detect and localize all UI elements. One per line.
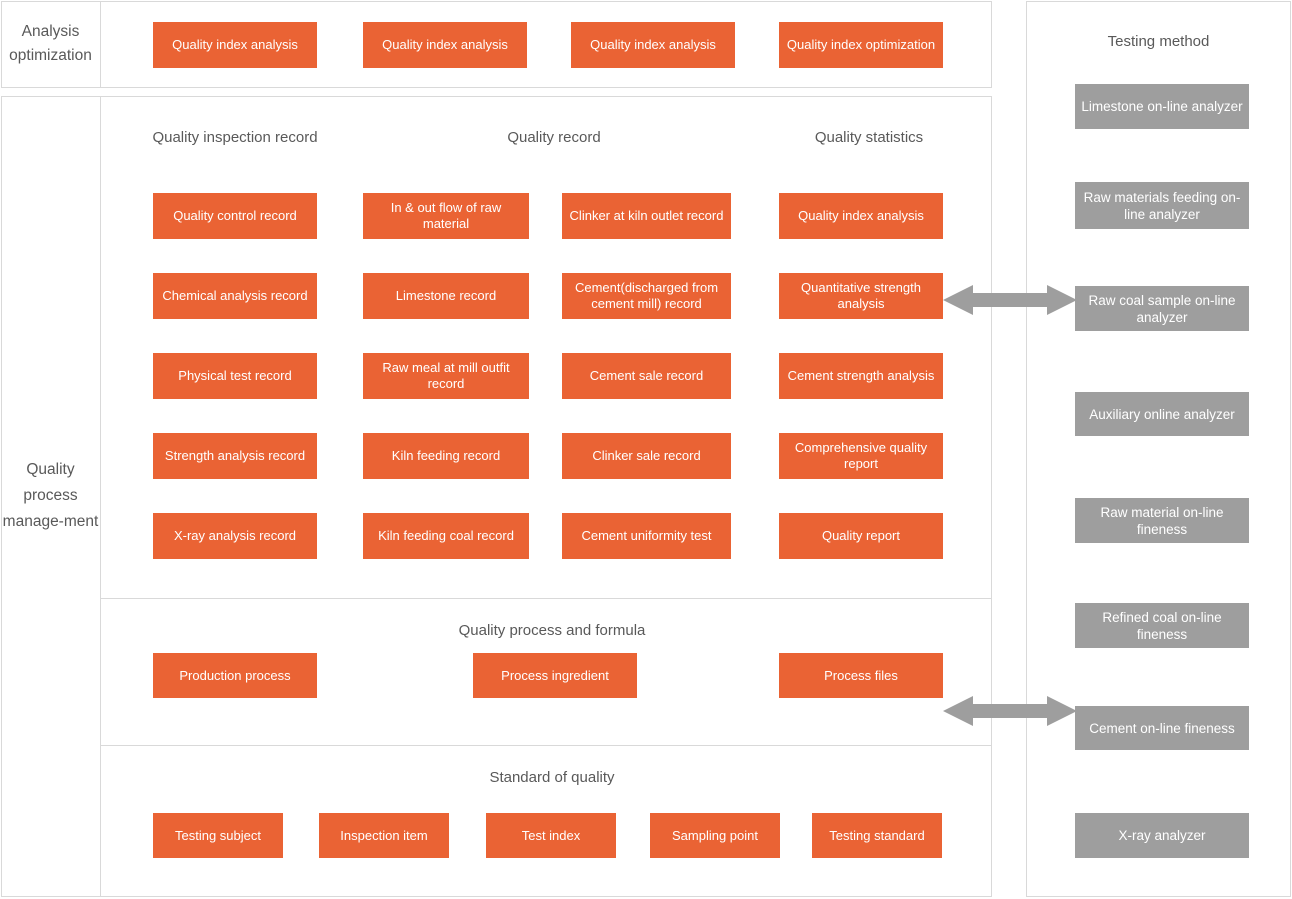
box-xray-analysis-record[interactable]: X-ray analysis record — [153, 513, 317, 559]
box-quality-index-analysis-3[interactable]: Quality index analysis — [571, 22, 735, 68]
box-quality-index-analysis-2[interactable]: Quality index analysis — [363, 22, 527, 68]
box-production-process[interactable]: Production process — [153, 653, 317, 698]
top-panel-divider — [100, 1, 101, 87]
box-raw-materials-feeding-online-analyzer[interactable]: Raw materials feeding on-line analyzer — [1075, 182, 1249, 229]
box-kiln-feeding-coal-record[interactable]: Kiln feeding coal record — [363, 513, 529, 559]
box-quantitative-strength-analysis[interactable]: Quantitative strength analysis — [779, 273, 943, 319]
box-clinker-sale-record[interactable]: Clinker sale record — [562, 433, 731, 479]
box-in-out-flow-raw-material[interactable]: In & out flow of raw material — [363, 193, 529, 239]
main-panel-divider — [100, 96, 101, 896]
arrow-process-files-to-cement-fineness — [943, 696, 1077, 726]
box-process-files[interactable]: Process files — [779, 653, 943, 698]
row-label-quality-process-management: Quality process manage-ment — [2, 460, 99, 530]
box-xray-analyzer[interactable]: X-ray analyzer — [1075, 813, 1249, 858]
box-chemical-analysis-record[interactable]: Chemical analysis record — [153, 273, 317, 319]
arrow-quantitative-strength-to-raw-coal — [943, 285, 1077, 315]
box-sampling-point[interactable]: Sampling point — [650, 813, 780, 858]
column-title-quality-record: Quality record — [507, 129, 601, 146]
box-cement-discharged-from-cement-mill-record[interactable]: Cement(discharged from cement mill) reco… — [562, 273, 731, 319]
box-cement-sale-record[interactable]: Cement sale record — [562, 353, 731, 399]
box-raw-meal-at-mill-outfit-record[interactable]: Raw meal at mill outfit record — [363, 353, 529, 399]
box-testing-standard[interactable]: Testing standard — [812, 813, 942, 858]
divider-above-process-formula — [101, 598, 991, 599]
box-testing-subject[interactable]: Testing subject — [153, 813, 283, 858]
box-physical-test-record[interactable]: Physical test record — [153, 353, 317, 399]
box-limestone-record[interactable]: Limestone record — [363, 273, 529, 319]
box-limestone-online-analyzer[interactable]: Limestone on-line analyzer — [1075, 84, 1249, 129]
box-quality-report[interactable]: Quality report — [779, 513, 943, 559]
testing-method-panel — [1026, 1, 1291, 897]
box-test-index[interactable]: Test index — [486, 813, 616, 858]
box-quality-control-record[interactable]: Quality control record — [153, 193, 317, 239]
box-raw-material-online-fineness[interactable]: Raw material on-line fineness — [1075, 498, 1249, 543]
column-title-quality-statistics: Quality statistics — [814, 129, 924, 146]
box-inspection-item[interactable]: Inspection item — [319, 813, 449, 858]
box-cement-uniformity-test[interactable]: Cement uniformity test — [562, 513, 731, 559]
box-quality-index-analysis-1[interactable]: Quality index analysis — [153, 22, 317, 68]
box-raw-coal-sample-online-analyzer[interactable]: Raw coal sample on-line analyzer — [1075, 286, 1249, 331]
box-auxiliary-online-analyzer[interactable]: Auxiliary online analyzer — [1075, 392, 1249, 436]
row-label-analysis-optimization: Analysis optimization — [9, 22, 92, 64]
column-title-quality-inspection-record: Quality inspection record — [152, 129, 318, 146]
box-cement-online-fineness[interactable]: Cement on-line fineness — [1075, 706, 1249, 750]
box-kiln-feeding-record[interactable]: Kiln feeding record — [363, 433, 529, 479]
box-quality-index-optimization[interactable]: Quality index optimization — [779, 22, 943, 68]
box-quality-index-analysis-stats[interactable]: Quality index analysis — [779, 193, 943, 239]
box-refined-coal-online-fineness[interactable]: Refined coal on-line fineness — [1075, 603, 1249, 648]
box-process-ingredient[interactable]: Process ingredient — [473, 653, 637, 698]
box-clinker-at-kiln-outlet-record[interactable]: Clinker at kiln outlet record — [562, 193, 731, 239]
section-title-standard-of-quality: Standard of quality — [489, 769, 615, 786]
box-strength-analysis-record[interactable]: Strength analysis record — [153, 433, 317, 479]
divider-above-standard-quality — [101, 745, 991, 746]
section-title-quality-process-and-formula: Quality process and formula — [458, 622, 646, 639]
box-cement-strength-analysis[interactable]: Cement strength analysis — [779, 353, 943, 399]
testing-method-title: Testing method — [1107, 33, 1210, 50]
box-comprehensive-quality-report[interactable]: Comprehensive quality report — [779, 433, 943, 479]
